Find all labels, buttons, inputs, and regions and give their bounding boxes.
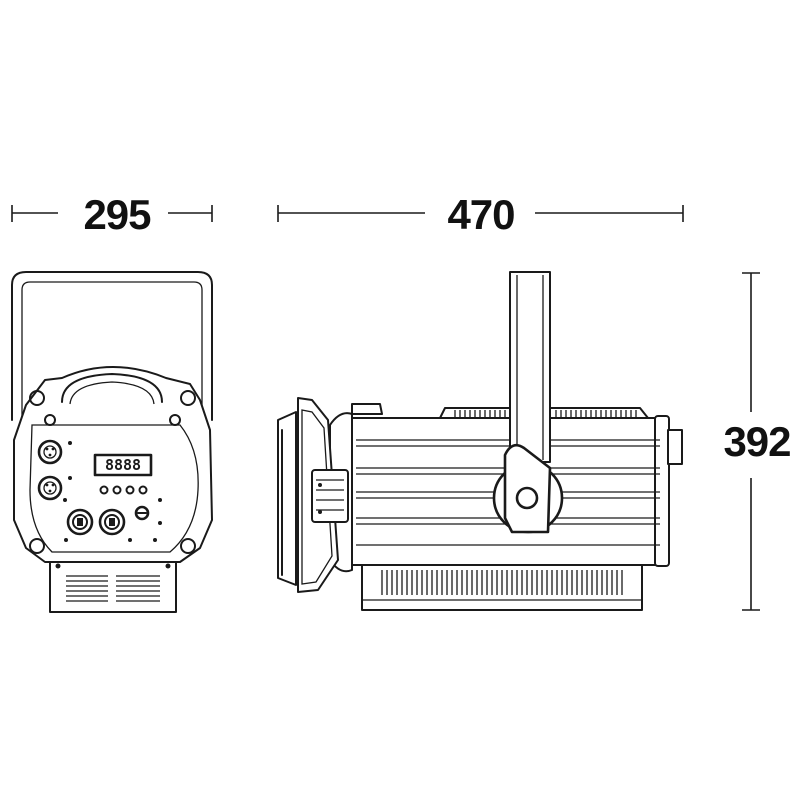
front-ear-top-left [29,390,45,406]
height-dimension: 392 [723,272,792,611]
width-dimension: 295 [11,191,213,238]
front-yoke-inner [21,281,203,420]
side-yoke-arm [509,271,551,463]
height-dimension-label: 392 [723,418,790,465]
side-top-clip [351,403,383,415]
length-dimension-label: 470 [447,191,514,238]
dmx-in-connector [37,439,63,465]
front-base-vents-left [66,575,108,602]
side-yoke-knob [515,486,539,510]
front-view: 8888 [11,271,213,613]
width-dimension-label: 295 [83,191,151,238]
control-buttons [99,485,148,495]
front-panel-dots [63,441,162,542]
front-ear-bottom-left [29,538,45,554]
side-grip-dot-2 [318,510,322,514]
front-handle-inner [69,381,155,405]
menu-button [99,485,109,495]
side-lens-grip [311,469,349,523]
front-panel-screw-left [44,414,56,426]
front-base-vents-right [116,575,160,602]
length-dimension: 470 [277,191,684,238]
power-out-connector [98,508,126,536]
side-view [277,271,683,611]
side-top-fins [454,410,637,418]
side-base-vents [381,570,623,595]
side-barn-door-inner [301,409,333,585]
front-base-screw-left [55,563,61,569]
side-grip-dot-1 [318,483,322,487]
enter-button [138,485,148,495]
front-ear-bottom-right [180,538,196,554]
front-panel [29,424,199,553]
led-display [93,453,153,477]
fuse-holder [134,505,150,521]
front-handle [61,373,163,403]
down-button [125,485,135,495]
side-barn-door-rear [277,411,297,586]
dmx-out-connector [37,475,63,501]
front-base [49,561,177,613]
front-ear-top-right [180,390,196,406]
front-base-screw-right [165,563,171,569]
front-panel-screw-right [169,414,181,426]
side-lens-grip-ribs [316,479,344,511]
side-rear-latch [667,429,683,465]
up-button [112,485,122,495]
led-display-readout: 8888 [105,456,141,474]
front-yoke [11,271,213,421]
side-rear-cap [654,415,670,567]
power-in-connector [66,508,94,536]
